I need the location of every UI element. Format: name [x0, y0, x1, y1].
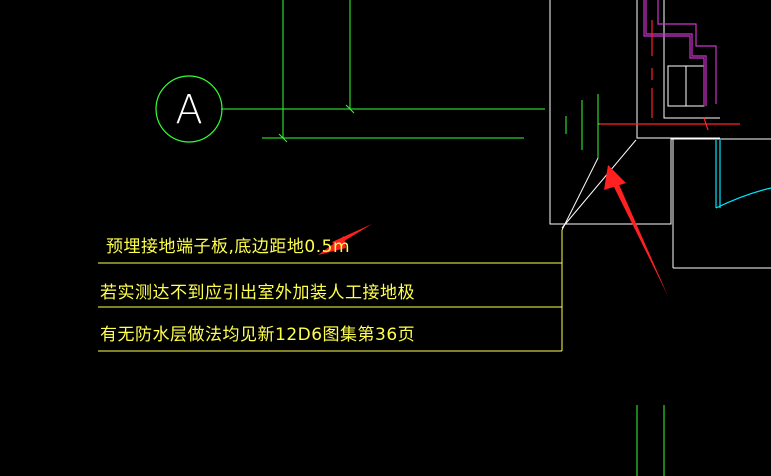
grid-axis-label: A	[175, 87, 203, 133]
wall-outline	[663, 0, 720, 119]
arrow-head-up	[604, 165, 626, 190]
door-swing	[715, 140, 771, 209]
grid-axis-bubble[interactable]	[155, 75, 223, 143]
window-line	[657, 0, 717, 104]
dimension-lines	[221, 0, 665, 476]
arrow-shaft	[612, 180, 668, 296]
tick-mark	[345, 104, 355, 114]
wall-outline	[636, 0, 720, 139]
wall-outlines	[549, 0, 771, 269]
window-line	[645, 0, 707, 106]
wall-outline	[549, 0, 672, 225]
annotation-arrows	[318, 165, 668, 296]
wall-chamfer	[561, 157, 599, 231]
window-line	[643, 0, 705, 106]
note-artificial-ground-electrode: 若实测达不到应引出室外加装人工接地极	[100, 283, 415, 303]
wall-chamfer	[561, 139, 637, 229]
arrow-head-left	[318, 236, 346, 255]
note-leader-lines	[98, 230, 563, 352]
note-grounding-plate: 预埋接地端子板,底边距地0.5m	[106, 237, 350, 257]
red-marker	[703, 117, 709, 131]
door-arc	[715, 187, 771, 209]
note-waterproof-reference: 有无防水层做法均见新12D6图集第36页	[100, 325, 416, 345]
red-markers	[600, 20, 740, 131]
tick-mark	[278, 133, 288, 143]
window-lines	[643, 0, 717, 106]
